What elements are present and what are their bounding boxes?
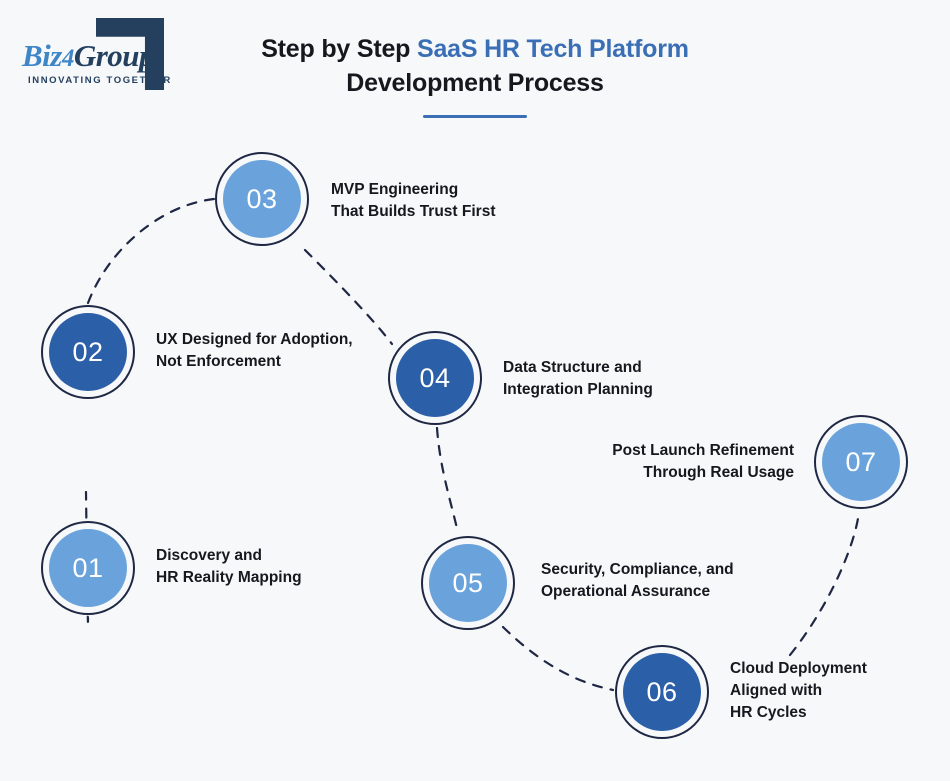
step-06-disc: 06 [623, 653, 701, 731]
step-07-disc: 07 [822, 423, 900, 501]
logo-text-group: Group [73, 38, 155, 73]
step-03-label-line-1: MVP Engineering [331, 181, 459, 198]
step-01-disc: 01 [49, 529, 127, 607]
step-06-node[interactable]: 06 [615, 645, 709, 739]
connector-02-03 [86, 197, 216, 305]
step-02-label-line-1: UX Designed for Adoption, [156, 331, 353, 348]
step-03-disc: 03 [223, 160, 301, 238]
logo-tagline: INNOVATING TOGETHER [28, 75, 172, 86]
step-07-node[interactable]: 07 [814, 415, 908, 509]
step-05-number: 05 [452, 567, 484, 598]
step-03-number: 03 [246, 183, 278, 214]
step-01-label-line-2: HR Reality Mapping [156, 569, 302, 586]
step-04-node[interactable]: 04 [388, 331, 482, 425]
step-04-number: 04 [419, 362, 451, 393]
step-04-disc: 04 [396, 339, 474, 417]
connector-06-07 [788, 510, 861, 657]
logo-text-four: 4 [61, 45, 75, 72]
step-01-node[interactable]: 01 [41, 521, 135, 615]
step-06-number: 06 [646, 676, 678, 707]
step-05-node[interactable]: 05 [421, 536, 515, 630]
step-04-label-line-2: Integration Planning [503, 381, 653, 398]
step-01-label: Discovery and HR Reality Mapping [156, 545, 302, 589]
step-01-number: 01 [72, 552, 104, 583]
step-03-node[interactable]: 03 [215, 152, 309, 246]
step-05-label: Security, Compliance, and Operational As… [541, 559, 734, 603]
step-04-label: Data Structure and Integration Planning [503, 357, 653, 401]
logo-wordmark: Biz4Group [22, 38, 155, 74]
step-07-label-line-1: Post Launch Refinement [612, 442, 794, 459]
step-06-label-line-2: Aligned with [730, 682, 823, 699]
step-05-label-line-1: Security, Compliance, and [541, 561, 734, 578]
step-07-number: 07 [845, 446, 877, 477]
step-02-number: 02 [72, 336, 104, 367]
step-06-label-line-3: HR Cycles [730, 704, 807, 721]
step-03-label-line-2: That Builds Trust First [331, 203, 496, 220]
step-06-label-line-1: Cloud Deployment [730, 660, 867, 677]
connector-04-05 [435, 426, 460, 535]
title-underline-divider [423, 115, 527, 118]
step-07-label: Post Launch Refinement Through Real Usag… [484, 440, 794, 484]
step-02-label: UX Designed for Adoption, Not Enforcemen… [156, 329, 353, 373]
brand-logo: Biz4Group INNOVATING TOGETHER [18, 14, 178, 100]
step-02-disc: 02 [49, 313, 127, 391]
step-06-label: Cloud Deployment Aligned with HR Cycles [730, 658, 867, 724]
step-02-node[interactable]: 02 [41, 305, 135, 399]
step-05-label-line-2: Operational Assurance [541, 583, 711, 600]
step-02-label-line-2: Not Enforcement [156, 353, 281, 370]
connector-03-04 [303, 248, 394, 346]
step-03-label: MVP Engineering That Builds Trust First [331, 179, 495, 223]
step-01-label-line-1: Discovery and [156, 547, 262, 564]
connector-05-06 [501, 625, 615, 692]
step-05-disc: 05 [429, 544, 507, 622]
step-07-label-line-2: Through Real Usage [643, 464, 794, 481]
step-04-label-line-1: Data Structure and [503, 359, 642, 376]
logo-text-biz: Biz [22, 38, 62, 73]
